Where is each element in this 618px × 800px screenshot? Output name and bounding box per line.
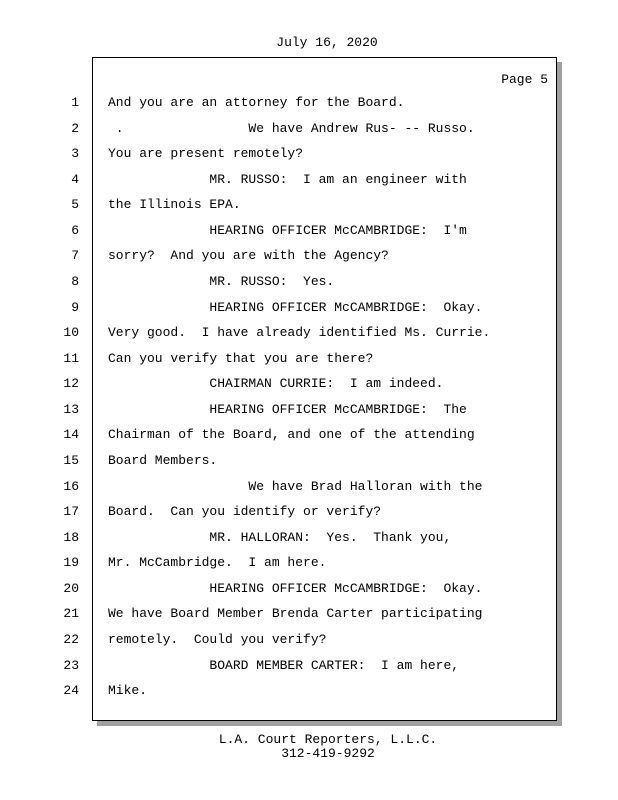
line-text: . We have Andrew Rus- -- Russo. <box>108 120 475 136</box>
line-number: 4 <box>71 171 79 187</box>
line-number: 18 <box>63 529 79 545</box>
line-text: Very good. I have already identified Ms.… <box>108 325 491 341</box>
line-text: We have Brad Halloran with the <box>108 478 483 494</box>
line-text: the Illinois EPA. <box>108 197 241 213</box>
line-number: 5 <box>71 197 79 213</box>
line-number: 1 <box>71 95 79 110</box>
line-number: 21 <box>63 606 79 622</box>
line-text: BOARD MEMBER CARTER: I am here, <box>108 657 460 673</box>
line-text: We have Board Member Brenda Carter parti… <box>108 606 483 622</box>
line-number: 7 <box>71 248 79 264</box>
transcript-date: July 16, 2020 <box>276 35 378 50</box>
line-number: 8 <box>71 273 79 289</box>
line-text: HEARING OFFICER McCAMBRIDGE: The <box>108 401 467 417</box>
line-text: Can you verify that you are there? <box>108 350 374 366</box>
line-text: MR. RUSSO: Yes. <box>108 273 335 289</box>
line-number: 22 <box>63 631 79 647</box>
line-number: 9 <box>71 299 79 315</box>
line-number: 20 <box>63 580 79 596</box>
line-number: 16 <box>63 478 79 494</box>
line-text: Mike. <box>108 683 148 699</box>
line-number: 24 <box>63 683 79 699</box>
line-text: MR. HALLORAN: Yes. Thank you, <box>108 529 452 545</box>
line-text: MR. RUSSO: I am an engineer with <box>108 171 467 187</box>
line-text: Board. Can you identify or verify? <box>108 504 382 520</box>
line-number: 2 <box>71 120 79 136</box>
line-text: You are present remotely? <box>108 146 304 162</box>
line-text: And you are an attorney for the Board. <box>108 95 405 110</box>
line-number: 23 <box>63 657 79 673</box>
footer-phone: 312-419-9292 <box>281 746 375 761</box>
line-text: HEARING OFFICER McCAMBRIDGE: Okay. <box>108 299 483 315</box>
line-number: 11 <box>63 350 79 366</box>
line-text: sorry? And you are with the Agency? <box>108 248 389 264</box>
line-text: HEARING OFFICER McCAMBRIDGE: I'm <box>108 222 467 238</box>
line-number: 19 <box>63 555 79 571</box>
line-number: 14 <box>63 427 79 443</box>
line-number: 10 <box>63 325 79 341</box>
line-text: HEARING OFFICER McCAMBRIDGE: Okay. <box>108 580 483 596</box>
line-number: 15 <box>63 452 79 468</box>
line-text: Board Members. <box>108 452 218 468</box>
footer-company: L.A. Court Reporters, L.L.C. <box>218 732 438 747</box>
line-text: CHAIRMAN CURRIE: I am indeed. <box>108 376 444 392</box>
line-number: 17 <box>63 504 79 520</box>
line-text: Chairman of the Board, and one of the at… <box>108 427 475 443</box>
transcript-page: Page 5 1 And you are an attorney for the … <box>63 57 557 721</box>
line-number: 3 <box>71 146 79 162</box>
line-text: remotely. Could you verify? <box>108 631 327 647</box>
line-number: 13 <box>63 401 79 417</box>
footer: L.A. Court Reporters, L.L.C. 312-419-929… <box>0 733 618 761</box>
line-text: Mr. McCambridge. I am here. <box>108 555 327 571</box>
line-number: 6 <box>71 222 79 238</box>
line-number: 12 <box>63 376 79 392</box>
page-number: Page 5 <box>501 72 548 87</box>
